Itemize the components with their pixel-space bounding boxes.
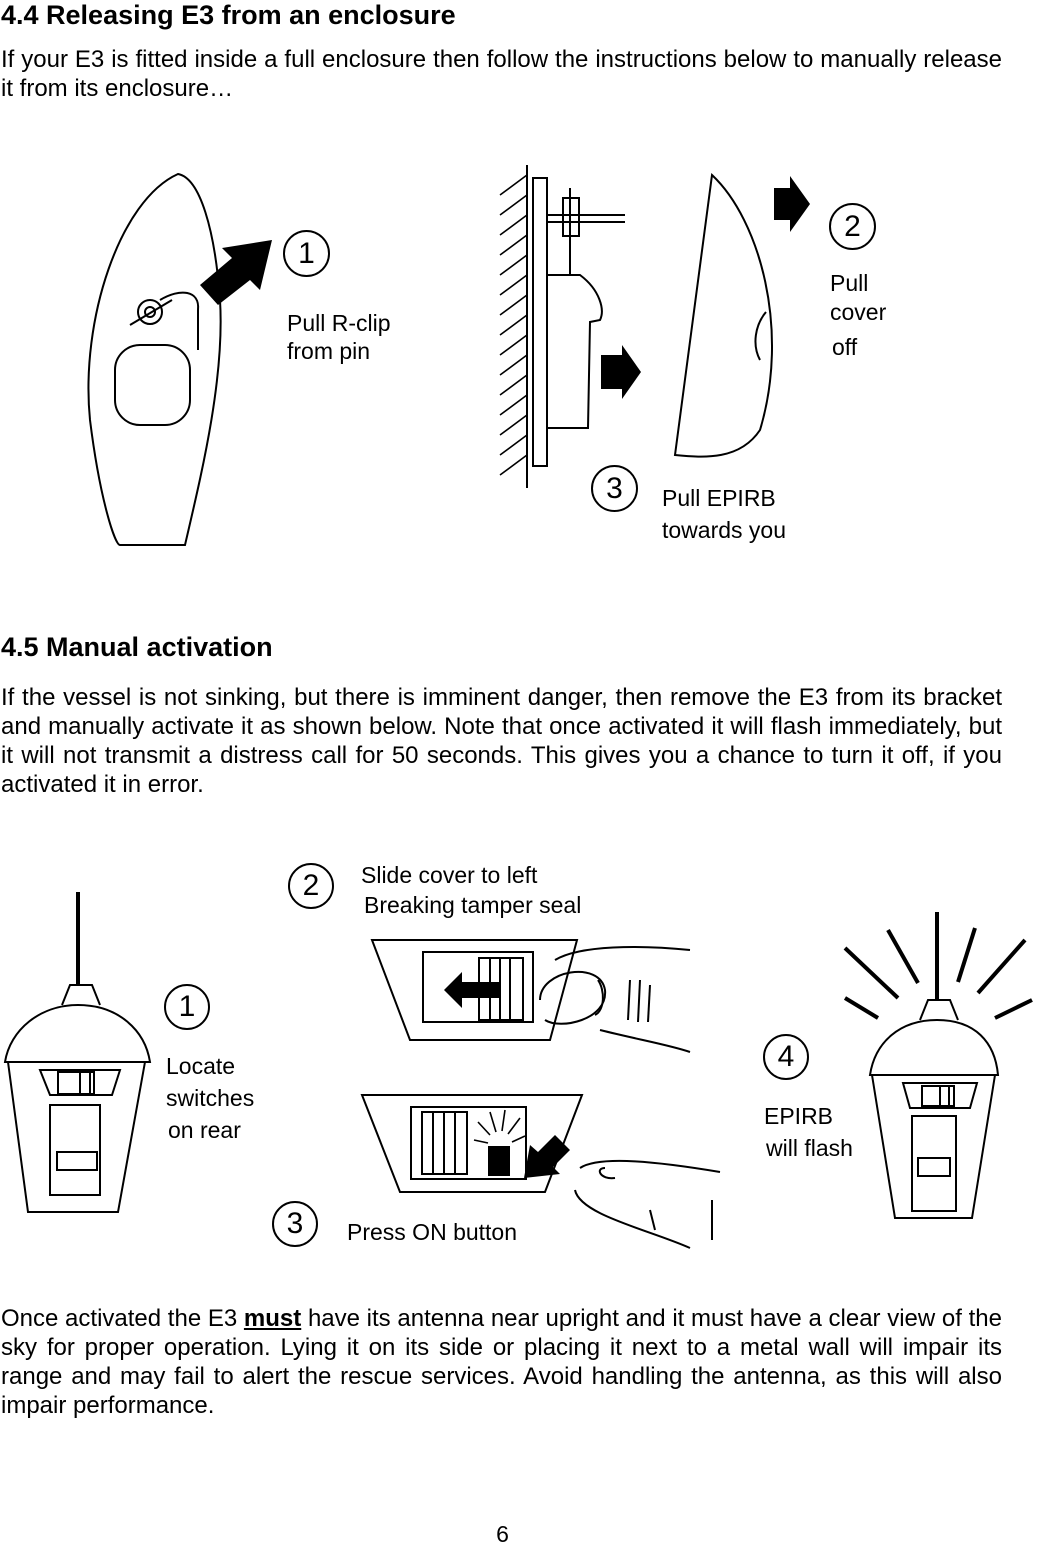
closing-paragraph: Once activated the E3 must have its ante… bbox=[1, 1304, 1002, 1420]
activation-step-3-label-line1: Press ON button bbox=[347, 1219, 518, 1245]
press-arrow-icon bbox=[524, 1135, 570, 1178]
activation-figure bbox=[3, 892, 1033, 1249]
activation-step-4-label-line1: EPIRB bbox=[764, 1103, 834, 1129]
epirb-rear-drawing-right bbox=[868, 912, 1000, 1219]
pull-epirb-arrow-icon bbox=[601, 345, 641, 399]
activation-step-1-label-line3: on rear bbox=[168, 1117, 241, 1143]
release-step-1-label-line1: Pull R-clip bbox=[287, 310, 391, 336]
release-step-2-label-line2: cover bbox=[830, 299, 887, 325]
flash-rays-icon bbox=[843, 927, 1033, 1020]
closing-text-before: Once activated the E3 bbox=[1, 1305, 244, 1332]
release-step-2-label-line3: off bbox=[832, 334, 858, 360]
release-step-2-number: 2 bbox=[829, 203, 876, 250]
page-number: 6 bbox=[496, 1521, 509, 1547]
activation-step-1-label-line1: Locate bbox=[166, 1053, 236, 1079]
activation-step-2-label-line2: Breaking tamper seal bbox=[364, 892, 582, 918]
activation-step-4-number: 4 bbox=[763, 1034, 809, 1080]
pull-clip-arrow-icon bbox=[200, 240, 272, 305]
release-step-3-label-line1: Pull EPIRB bbox=[662, 485, 776, 511]
section-heading-activation: 4.5 Manual activation bbox=[1, 632, 273, 662]
slide-cover-drawing bbox=[370, 939, 691, 1053]
release-step-1-label-line2: from pin bbox=[287, 338, 371, 364]
epirb-rear-drawing-left bbox=[3, 892, 152, 1213]
release-step-3-number: 3 bbox=[591, 465, 638, 512]
release-step-1-number: 1 bbox=[283, 230, 330, 277]
activation-step-4-label-line2: will flash bbox=[766, 1135, 853, 1161]
activation-step-2-label-line1: Slide cover to left bbox=[361, 862, 538, 888]
enclosure-side-drawing bbox=[499, 165, 773, 488]
slide-left-arrow-icon bbox=[444, 972, 500, 1008]
release-intro-paragraph: If your E3 is fitted inside a full enclo… bbox=[1, 46, 1002, 102]
activation-step-1-label-line2: switches bbox=[166, 1085, 255, 1111]
release-step-3-label-line2: towards you bbox=[662, 517, 787, 543]
closing-emphasis: must bbox=[243, 1305, 302, 1332]
release-step-2-label-line1: Pull bbox=[830, 270, 869, 296]
activation-step-3-number: 3 bbox=[272, 1201, 318, 1247]
activation-step-2-number: 2 bbox=[288, 863, 334, 909]
closing-text-after: have its antenna near upright and it mus… bbox=[1, 1305, 1002, 1419]
activation-intro-paragraph: If the vessel is not sinking, but there … bbox=[1, 684, 1002, 798]
section-heading-release: 4.4 Releasing E3 from an enclosure bbox=[1, 0, 456, 30]
enclosure-front-drawing bbox=[87, 172, 222, 546]
activation-step-1-number: 1 bbox=[164, 984, 210, 1030]
release-figure bbox=[87, 165, 810, 546]
on-button-icon bbox=[488, 1146, 510, 1176]
pull-cover-arrow-icon bbox=[774, 176, 810, 232]
press-on-drawing bbox=[360, 1094, 721, 1249]
